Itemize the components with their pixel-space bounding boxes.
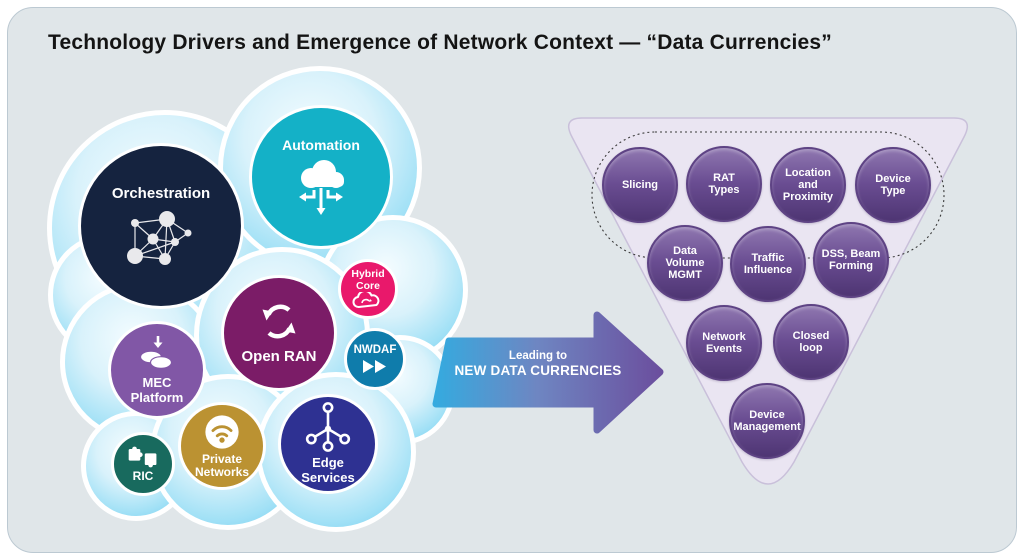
arrow-caption: Leading to NEW DATA CURRENCIES [443, 349, 633, 380]
cloud-automation-icon [299, 159, 344, 215]
fast-forward-icon [363, 359, 386, 373]
driver-label: Hybrid Core [351, 267, 385, 292]
driver-hybrid-core: Hybrid Core [338, 259, 398, 319]
context-label: Device Type [875, 172, 911, 197]
context-label: Traffic Influence [743, 251, 793, 276]
driver-label: MEC Platform [130, 374, 184, 405]
context-rat-types: RAT Types [686, 146, 762, 222]
driver-label: Open RAN [241, 347, 317, 365]
puzzle-icon [128, 446, 157, 468]
context-location-proximity: Location and Proximity [770, 147, 846, 223]
context-label: Network Events [702, 330, 746, 355]
context-label: RAT Types [708, 171, 740, 196]
driver-label: NWDAF [353, 344, 397, 357]
coins-download-icon [139, 335, 173, 369]
driver-label: RIC [132, 468, 154, 483]
network-graph-icon [127, 210, 192, 265]
sync-arrows-icon [262, 304, 296, 339]
driver-automation: Automation [249, 105, 393, 249]
driver-private-networks: Private Networks [178, 402, 266, 490]
context-label: Location and Proximity [782, 166, 834, 204]
driver-open-ran: Open RAN [221, 275, 337, 391]
arrow-caption-line1: Leading to [508, 350, 568, 362]
driver-label: Automation [282, 137, 360, 154]
driver-edge-services: Edge Services [278, 394, 378, 494]
wifi-icon [205, 414, 239, 449]
driver-label: Private Networks [194, 451, 250, 479]
context-slicing: Slicing [602, 147, 678, 223]
context-label: Closed loop [792, 329, 830, 354]
context-label: Data Volume MGMT [665, 244, 705, 282]
context-label: DSS, Beam Forming [821, 247, 881, 272]
driver-label: Edge Services [301, 455, 355, 485]
context-dss-beam-forming: DSS, Beam Forming [813, 222, 889, 298]
page-title: Technology Drivers and Emergence of Netw… [48, 31, 833, 54]
context-traffic-influence: Traffic Influence [730, 226, 806, 302]
context-network-events: Network Events [686, 305, 762, 381]
driver-orchestration: Orchestration [78, 143, 244, 309]
context-closed-loop: Closed loop [773, 304, 849, 380]
edge-nodes-icon [305, 402, 351, 453]
context-device-management: Device Management [729, 383, 805, 459]
context-device-type: Device Type [855, 147, 931, 223]
driver-nwdaf: NWDAF [344, 328, 406, 390]
arrow-caption-line2: NEW DATA CURRENCIES [454, 363, 622, 379]
context-label: Slicing [621, 178, 659, 191]
context-data-volume-mgmt: Data Volume MGMT [647, 225, 723, 301]
driver-mec-platform: MEC Platform [108, 321, 206, 419]
driver-ric: RIC [111, 432, 175, 496]
context-label: Device Management [733, 408, 801, 433]
driver-label: Orchestration [111, 185, 211, 203]
hybrid-cloud-icon [352, 292, 380, 309]
